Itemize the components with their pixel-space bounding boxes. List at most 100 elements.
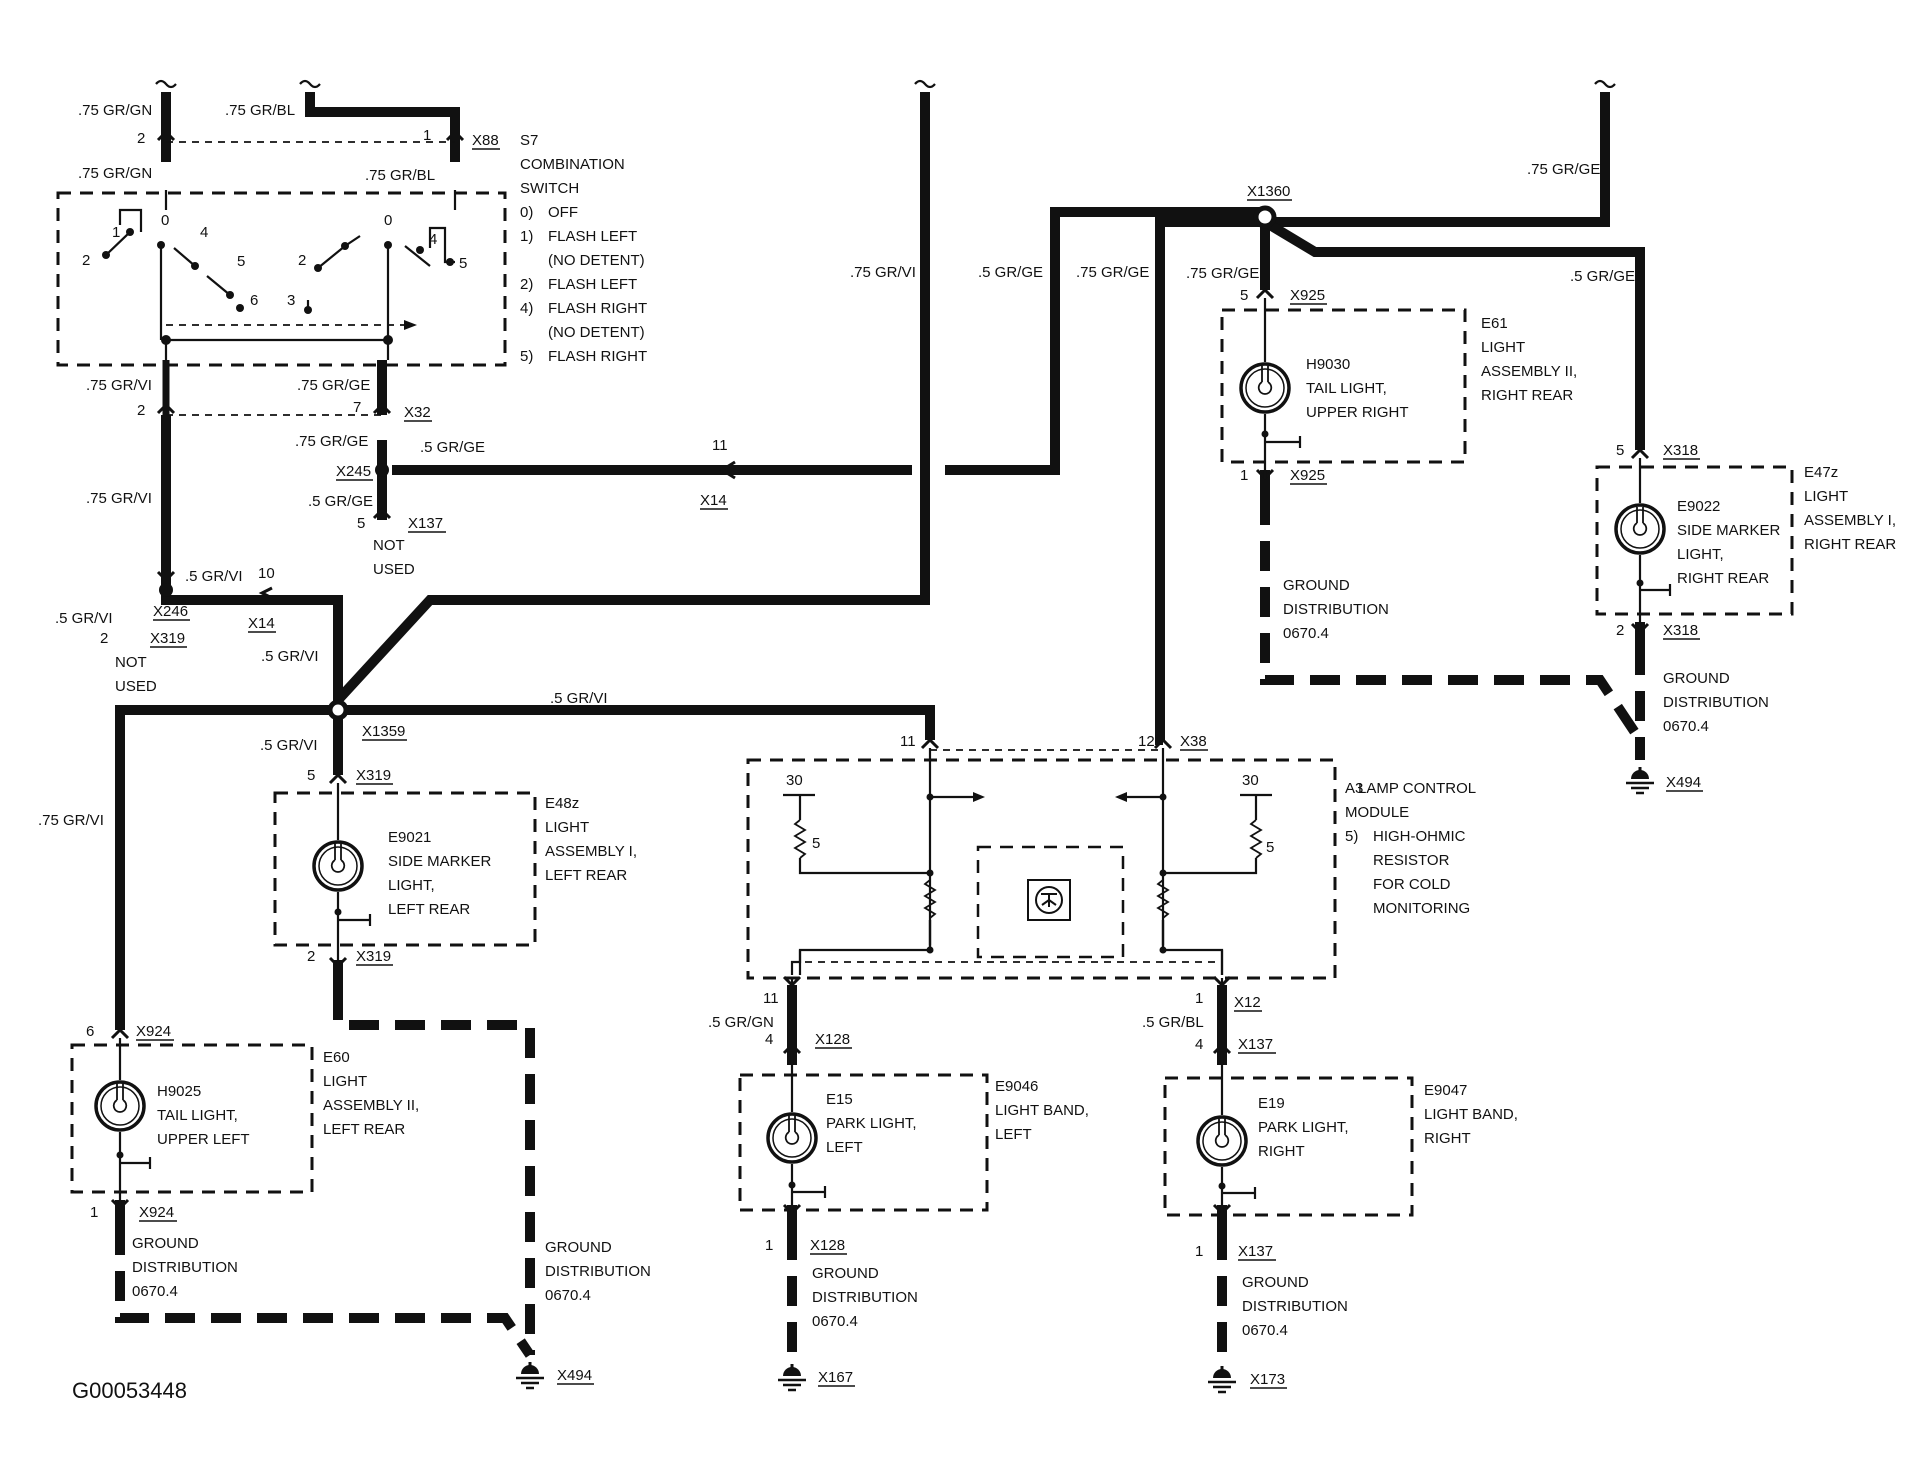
component-desc: LIGHT <box>1481 339 1525 356</box>
pin-label: 30 <box>786 772 803 789</box>
connector-label: X128 <box>810 1237 845 1254</box>
connector-label: X137 <box>408 515 443 532</box>
component-ref: E9022 <box>1677 498 1720 515</box>
wire-label: .75 GR/GE <box>1076 264 1149 281</box>
component-e9047: 1 .5 GR/BL X12 4 X137 E19 PARK LIGHT, RI… <box>1142 990 1518 1394</box>
ground-dist-label: 0670.4 <box>1283 625 1329 642</box>
connector-label: X38 <box>1180 733 1207 750</box>
ground-dist-label: GROUND <box>1283 577 1350 594</box>
pin-label: 5 <box>812 835 820 852</box>
component-ref: E47z <box>1804 464 1838 481</box>
not-used-label: USED <box>373 561 415 578</box>
switch-ref: S7 <box>520 132 538 149</box>
wire-break-marks <box>155 79 1616 89</box>
power-wires <box>115 92 1645 1230</box>
ground-dist-label: GROUND <box>132 1235 199 1252</box>
combination-switch-s7: 0 0 1 4 2 5 6 2 4 5 3 <box>56 141 507 416</box>
component-e9046: 11 .5 GR/GN 4 X128 E15 PARK LIGHT, LEFT … <box>708 990 1089 1392</box>
ground-dist-label: 0670.4 <box>545 1287 591 1304</box>
component-desc: PARK LIGHT, <box>826 1115 917 1132</box>
connector-marks <box>110 130 1650 1215</box>
wire-label: .75 GR/GE <box>1527 161 1600 178</box>
ground-dist-label: GROUND <box>545 1239 612 1256</box>
connector-label: X319 <box>356 948 391 965</box>
wire-label: .75 GR/VI <box>38 812 104 829</box>
labels-upper-right: X1360 .75 GR/GE .75 GR/VI .5 GR/GE .75 G… <box>850 161 1769 795</box>
wire-label: .75 GR/VI <box>86 377 152 394</box>
switch-contact-label: 5 <box>237 253 245 270</box>
connector-label: X318 <box>1663 622 1698 639</box>
position-num: 0) <box>520 204 533 221</box>
connector-label: X494 <box>557 1367 592 1384</box>
not-used-label: USED <box>115 678 157 695</box>
wire-label: .5 GR/GE <box>1570 268 1635 285</box>
switch-contact-label: 6 <box>250 292 258 309</box>
component-ref: H9030 <box>1306 356 1350 373</box>
switch-contact-label: 5 <box>459 255 467 272</box>
position-num: 5) <box>520 348 533 365</box>
pin-label: 11 <box>763 990 779 1007</box>
pin-label: 6 <box>86 1023 94 1040</box>
component-desc: LIGHT <box>545 819 589 836</box>
component-desc: RIGHT REAR <box>1804 536 1896 553</box>
component-desc: TAIL LIGHT, <box>157 1107 238 1124</box>
connector-label: X14 <box>248 615 275 632</box>
switch-name: COMBINATION <box>520 156 625 173</box>
wire-label: .75 GR/GN <box>78 165 152 182</box>
ground-dist-label: DISTRIBUTION <box>1283 601 1389 618</box>
component-desc: LEFT REAR <box>388 901 470 918</box>
component-desc: PARK LIGHT, <box>1258 1119 1349 1136</box>
component-desc: SIDE MARKER <box>1677 522 1781 539</box>
position-text: (NO DETENT) <box>548 324 645 341</box>
ground-dist-label: DISTRIBUTION <box>1663 694 1769 711</box>
pin-label: 1 <box>1195 1243 1203 1260</box>
component-ref: E9047 <box>1424 1082 1467 1099</box>
wire-label: .75 GR/BL <box>365 167 435 184</box>
labels-switch-area: .75 GR/GN .75 GR/BL 2 1 X88 .75 GR/GN .7… <box>38 102 728 829</box>
position-text: FLASH RIGHT <box>548 300 647 317</box>
connector-label: X319 <box>356 767 391 784</box>
component-desc: UPPER RIGHT <box>1306 404 1409 421</box>
wire-label: .75 GR/VI <box>850 264 916 281</box>
pin-label: 1 <box>1240 467 1248 484</box>
component-ref: E61 <box>1481 315 1508 332</box>
connector-label: X173 <box>1250 1371 1285 1388</box>
ground-dist-label: 0670.4 <box>1663 718 1709 735</box>
connector-label: X128 <box>815 1031 850 1048</box>
pin-label: 10 <box>258 565 275 582</box>
figure-id: G00053448 <box>72 1378 187 1403</box>
component-ref: E48z <box>545 795 579 812</box>
ground-dist-label: 0670.4 <box>812 1313 858 1330</box>
component-desc: LEFT <box>826 1139 863 1156</box>
component-desc: LEFT <box>995 1126 1032 1143</box>
wire-label: .75 GR/GN <box>78 102 152 119</box>
pin-label: 4 <box>1195 1036 1203 1053</box>
position-text: FLASH LEFT <box>548 228 637 245</box>
pin-label: 1 <box>1195 990 1203 1007</box>
component-desc: LIGHT BAND, <box>1424 1106 1518 1123</box>
switch-contact-label: 3 <box>287 292 295 309</box>
ground-dist-label: DISTRIBUTION <box>812 1289 918 1306</box>
pin-label: 2 <box>137 402 145 419</box>
wire-label: .5 GR/BL <box>1142 1014 1204 1031</box>
switch-contact-label: 0 <box>161 212 169 229</box>
position-num: 2) <box>520 276 533 293</box>
pin-label: 1 <box>90 1204 98 1221</box>
note-num: 5) <box>1345 828 1358 845</box>
connector-label: X1359 <box>362 723 405 740</box>
switch-contact-label: 2 <box>298 252 306 269</box>
wire-label: .5 GR/VI <box>260 737 318 754</box>
component-ref: E9021 <box>388 829 431 846</box>
position-text: OFF <box>548 204 578 221</box>
wire-label: .5 GR/VI <box>261 648 319 665</box>
wire-label: .5 GR/VI <box>185 568 243 585</box>
pin-label: 30 <box>1242 772 1259 789</box>
wire-label: .5 GR/VI <box>550 690 608 707</box>
wire-label: .5 GR/GN <box>708 1014 774 1031</box>
pin-label: 5 <box>1240 287 1248 304</box>
switch-name: SWITCH <box>520 180 579 197</box>
wire-label: .75 GR/GE <box>297 377 370 394</box>
position-num: 1) <box>520 228 533 245</box>
component-desc: LIGHT, <box>388 877 435 894</box>
